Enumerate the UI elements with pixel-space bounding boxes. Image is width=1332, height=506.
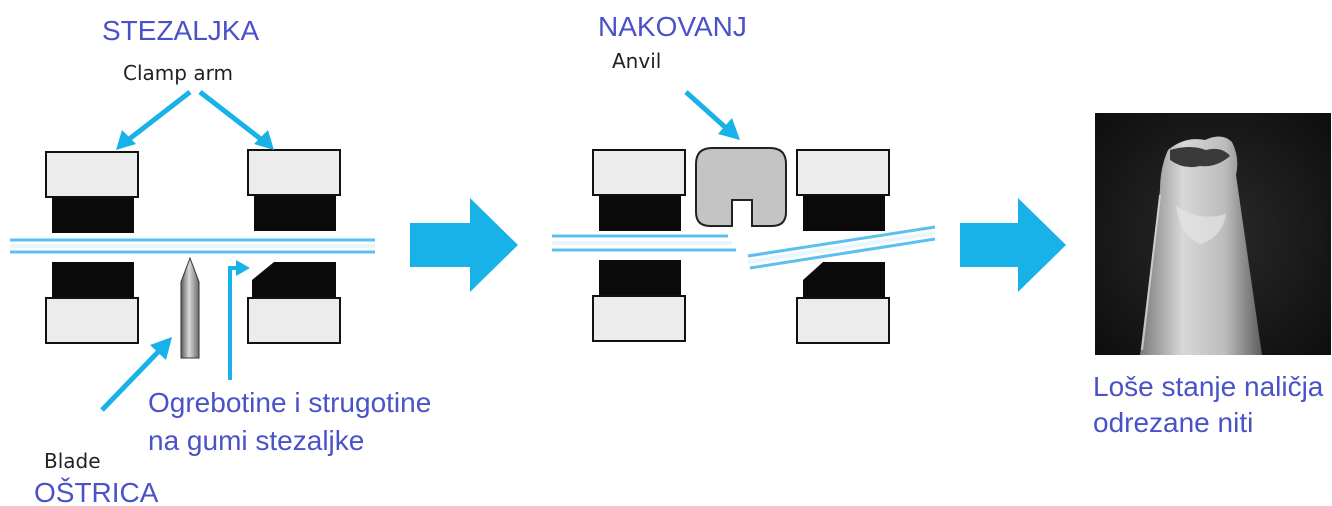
- stage1-title-local: STEZALJKA: [102, 15, 259, 46]
- cleaved-fiber-image: [1140, 136, 1262, 355]
- clamp-left-bottom-housing: [45, 297, 139, 344]
- clamp-right-bottom-rubber-damaged: [252, 262, 336, 298]
- stage3-group: Loše stanje naličja odrezane niti: [1093, 113, 1331, 438]
- arrow-right-icon: [960, 198, 1066, 292]
- clamp2-right-bottom-rubber-damaged: [803, 262, 885, 298]
- pointer-arrow-icon: [100, 337, 172, 412]
- stage3-caption-line1: Loše stanje naličja: [1093, 371, 1324, 402]
- clamp2-right-top-rubber: [803, 195, 885, 231]
- clamp-right-top-housing: [247, 149, 341, 196]
- scratch-note-line2: na gumi stezaljke: [148, 425, 364, 456]
- pointer-arrow-icon: [116, 90, 274, 150]
- fiber-stage1: [10, 238, 375, 254]
- clamp2-right-top-housing: [796, 149, 890, 196]
- fiber-left-piece: [552, 234, 736, 252]
- stage1-group: STEZALJKA Clamp arm Blade OŠTRICA Ogrebo…: [10, 15, 431, 506]
- clamp-right-bottom-housing: [247, 297, 341, 344]
- blade-icon: [180, 256, 200, 359]
- anvil-icon: [695, 147, 787, 227]
- stage2-group: NAKOVANJ Anvil: [552, 11, 936, 344]
- stage2-title-en: Anvil: [612, 49, 661, 73]
- clamp-left-bottom-rubber: [52, 262, 134, 298]
- clamp2-left-top-housing: [592, 149, 686, 196]
- fiber-right-piece: [747, 225, 936, 270]
- stage1-title-en: Clamp arm: [123, 61, 233, 85]
- stage2-title-local: NAKOVANJ: [598, 11, 747, 42]
- pointer-arrow-icon: [228, 260, 250, 380]
- blade-label-local: OŠTRICA: [34, 477, 159, 506]
- blade-label-en: Blade: [44, 449, 101, 473]
- clamp2-left-bottom-rubber: [599, 260, 681, 296]
- clamp-left-top-housing: [45, 151, 139, 198]
- stage3-caption-line2: odrezane niti: [1093, 407, 1253, 438]
- arrow-right-icon: [410, 198, 518, 292]
- clamp2-left-top-rubber: [599, 195, 681, 231]
- clamp2-right-bottom-housing: [796, 297, 890, 344]
- clamp-left-top-rubber: [52, 197, 134, 233]
- clamp2-left-bottom-housing: [592, 295, 686, 342]
- scratch-note-line1: Ogrebotine i strugotine: [148, 387, 431, 418]
- pointer-arrow-icon: [684, 90, 740, 140]
- clamp-right-top-rubber: [254, 195, 336, 231]
